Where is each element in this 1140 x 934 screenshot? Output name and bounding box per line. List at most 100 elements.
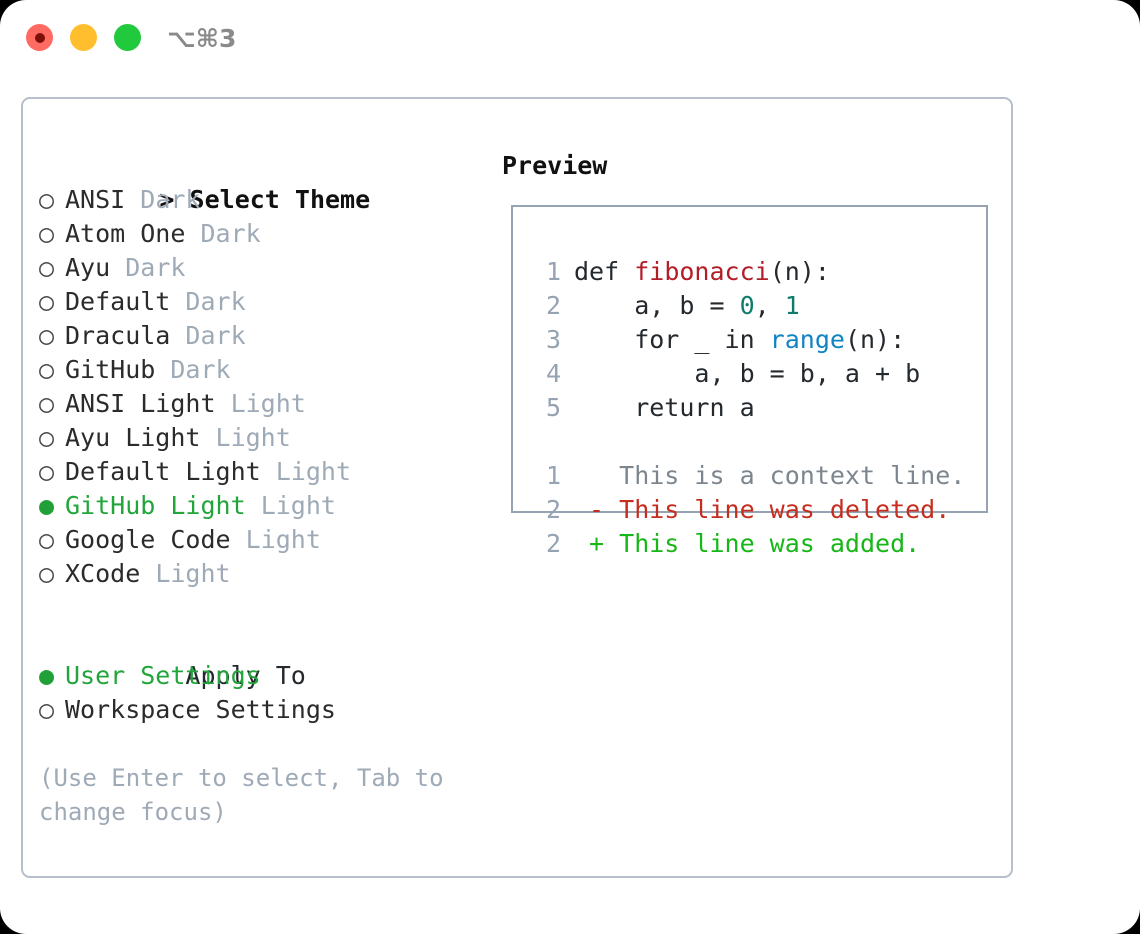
radio-unselected-icon[interactable]: ○ [39,559,55,588]
code-line: 5 return a [539,391,965,425]
radio-unselected-icon[interactable]: ○ [39,253,55,282]
radio-unselected-icon[interactable]: ○ [39,219,55,248]
maximize-window-button[interactable] [114,24,141,51]
radio-unselected-icon[interactable]: ○ [39,457,55,486]
line-number: 5 [545,393,561,422]
theme-name-label: Default Light [65,457,261,486]
theme-variant-badge: Light [245,525,321,554]
code-token: range [769,325,845,354]
theme-name-label: Dracula [65,321,171,350]
select-theme-header: > Select Theme [39,149,479,214]
line-number: 3 [545,325,561,354]
code-token: def [574,257,635,286]
theme-list-item[interactable]: ○ XCode Light [39,557,479,591]
code-token: This is a context line. [574,461,966,490]
theme-variant-badge: Light [230,389,306,418]
theme-variant-badge: Dark [185,287,246,316]
label-gap [170,321,185,350]
theme-list-item[interactable]: ○Ayu Dark [39,251,479,285]
main-panel: > Select Theme ○ANSI Dark○Atom One Dark○… [21,97,1013,878]
radio-unselected-icon[interactable]: ○ [39,423,55,452]
label-gap [125,185,140,214]
theme-name-label: Atom One [65,219,186,248]
label-gap [140,559,155,588]
theme-name-label: GitHub Light [65,491,246,520]
theme-name-label: ANSI Light [65,389,216,418]
radio-unselected-icon[interactable]: ○ [39,389,55,418]
theme-name-label: ANSI [65,185,126,214]
code-token: , [754,291,785,320]
radio-unselected-icon[interactable]: ○ [39,287,55,316]
list-spacer [39,591,479,625]
radio-selected-icon[interactable]: ● [39,661,55,690]
radio-unselected-icon[interactable]: ○ [39,185,55,214]
line-number: 2 [545,291,561,320]
traffic-light-buttons [26,24,141,51]
apply-to-list: ● User Settings ○Workspace Settings [39,659,479,727]
keyboard-hint-text: (Use Enter to select, Tab to change focu… [39,764,444,826]
theme-list-item[interactable]: ○ GitHub Dark [39,353,479,387]
theme-list-item[interactable]: ○Google Code Light [39,523,479,557]
theme-list: ○ ANSI Dark ○ Atom One Dark ○ Ayu Dark ○ Defaul… [39,183,479,591]
apply-to-label: Apply To [185,661,306,690]
title-bar: ⌥⌘3 [0,0,1140,78]
close-window-button[interactable] [26,24,53,51]
code-token: 1 [784,291,800,320]
code-token: - This line was deleted. [574,495,951,524]
theme-list-item[interactable]: ○ Atom One Dark [39,217,479,251]
radio-selected-icon[interactable]: ● [39,491,55,520]
label-gap [261,457,276,486]
radio-unselected-icon[interactable]: ○ [39,525,55,554]
theme-variant-badge: Dark [185,321,246,350]
theme-name-label: Ayu Light [65,423,201,452]
line-number: 2 [545,495,561,524]
line-number: 1 [545,257,561,286]
code-token: fibonacci [634,257,770,286]
keyboard-shortcut-label: ⌥⌘3 [167,24,237,53]
label-gap [155,355,170,384]
apply-to-item-label: User Settings [65,661,261,690]
code-line: 2 + This line was added. [539,527,965,561]
theme-name-label: Default [65,287,171,316]
page-title: Select Theme [189,185,371,214]
theme-variant-badge: Dark [170,355,231,384]
theme-variant-badge: Dark [200,219,261,248]
code-token: (n): [769,257,830,286]
code-line: 2 a, b = 0, 1 [539,289,965,323]
radio-unselected-icon[interactable]: ○ [39,355,55,384]
prompt-marker-icon: > [159,185,175,214]
code-line: 1 This is a context line. [539,459,965,493]
theme-variant-badge: Light [275,457,351,486]
preview-column: Preview [502,149,1002,183]
code-token: + This line was added. [574,529,921,558]
code-token: (n): [844,325,906,354]
radio-unselected-icon[interactable]: ○ [39,695,55,724]
theme-variant-badge: Light [155,559,231,588]
theme-name-label: Ayu [65,253,111,282]
code-line: 2 - This line was deleted. [539,493,965,527]
code-token: 0 [739,291,755,320]
code-token: return a [574,393,755,422]
apply-to-item[interactable]: ● User Settings [39,659,479,693]
theme-list-item[interactable]: ○ Default Dark [39,285,479,319]
radio-unselected-icon[interactable]: ○ [39,321,55,350]
theme-list-item[interactable]: ○ ANSI Light Light [39,387,479,421]
theme-list-item[interactable]: ○ Dracula Dark [39,319,479,353]
minimize-window-button[interactable] [70,24,97,51]
theme-variant-badge: Light [215,423,291,452]
theme-selection-column: > Select Theme ○ANSI Dark○Atom One Dark○… [39,149,479,829]
label-gap [185,219,200,248]
code-token: a, b = [574,291,740,320]
theme-name-label: XCode [65,559,141,588]
theme-list-item[interactable]: ○ Default Light Light [39,455,479,489]
theme-list-item[interactable]: ○ ANSI Dark [39,183,479,217]
theme-list-item[interactable]: ○ Ayu Light Light [39,421,479,455]
hint-spacer [39,727,479,761]
label-gap [231,525,246,554]
theme-variant-badge: Dark [140,185,201,214]
theme-name-label: GitHub [65,355,156,384]
theme-list-item[interactable]: ●GitHub Light Light [39,489,479,523]
apply-to-item[interactable]: ○Workspace Settings [39,693,479,727]
